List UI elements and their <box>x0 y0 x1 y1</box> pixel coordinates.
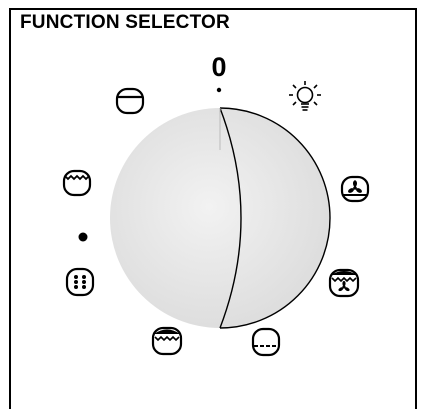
knob-grip-edge <box>219 107 242 329</box>
convection-dots-icon <box>65 267 95 297</box>
panel-frame <box>9 8 417 409</box>
lamp-icon <box>289 81 321 111</box>
top-bottom-heat-icon <box>62 169 92 197</box>
off-position-label: 0 <box>211 52 227 82</box>
bottom-element-icon <box>251 327 281 357</box>
grill-fan-icon <box>328 268 360 298</box>
panel-title: FUNCTION SELECTOR <box>20 12 230 33</box>
off-position-dot <box>216 87 222 93</box>
grill-icon <box>151 326 183 356</box>
top-element-icon <box>115 87 145 115</box>
bottom-element-fan-icon <box>340 175 370 203</box>
knob-face[interactable] <box>110 108 330 328</box>
marker-dot <box>78 232 88 242</box>
knob-rim <box>219 107 331 329</box>
